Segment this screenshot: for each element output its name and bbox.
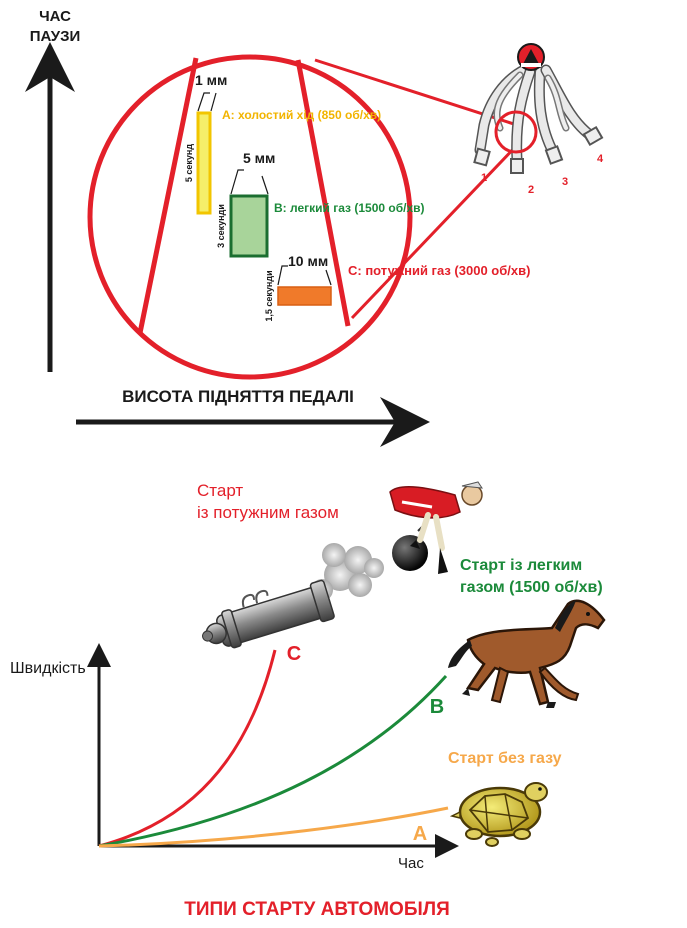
- bar-a-time: 5 секунд: [184, 144, 194, 182]
- cannon-illustration: [202, 579, 335, 649]
- manifold-number-2: 2: [528, 184, 534, 196]
- bar-b-pointer: [230, 169, 244, 195]
- magnified-pipe-line-right: [295, 59, 351, 327]
- horse-illustration: [448, 599, 606, 708]
- y-axis-label-line2: ПАУЗИ: [30, 28, 81, 45]
- curve-a-letter: A: [413, 823, 427, 845]
- manifold-number-3: 3: [562, 176, 568, 188]
- bar-b-time: 3 секунди: [216, 204, 226, 248]
- curve-b-letter: B: [430, 696, 444, 718]
- page-title: ТИПИ СТАРТУ АВТОМОБІЛЯ: [184, 899, 450, 920]
- label-b-line1: Старт із легким: [460, 557, 582, 574]
- turtle-illustration: [449, 782, 548, 847]
- label-b-line2: газом (1500 об/хв): [460, 579, 603, 596]
- bar-c-label: C: потужний газ (3000 об/хв): [348, 263, 530, 278]
- bar-b: [229, 194, 269, 258]
- bar-c-size: 10 мм: [288, 253, 328, 269]
- curve-b: [98, 674, 448, 848]
- bar-c-time: 1,5 секунди: [264, 270, 274, 321]
- bar-a-size: 1 мм: [195, 72, 227, 88]
- bar-a-pointer-2: [210, 92, 217, 112]
- intake-manifold-illustration: [473, 43, 604, 174]
- zoom-connector-bottom: [350, 140, 522, 320]
- bar-c: [277, 286, 332, 306]
- y-axis-label-line1: ЧАС: [39, 8, 71, 25]
- label-c-line1: Старт: [197, 481, 243, 500]
- speed-axis-label: Швидкість: [10, 660, 86, 677]
- x-axis-label: ВИСОТА ПІДНЯТТЯ ПЕДАЛІ: [122, 387, 354, 406]
- bottom-diagram: Швидкість Час C B A Старт із потужним га…: [10, 481, 606, 920]
- bar-a-label: A: холостий хід (850 об/хв): [222, 108, 381, 122]
- top-diagram: ЧАС ПАУЗИ ВИСОТА ПІДНЯТТЯ ПЕДАЛІ 1 мм 5 …: [24, 8, 604, 447]
- bar-a: [196, 111, 212, 215]
- zoom-source-circle: [494, 110, 538, 154]
- bar-c-pointer: [277, 265, 288, 286]
- time-axis-label: Час: [398, 855, 424, 872]
- manifold-number-4: 4: [597, 153, 604, 165]
- label-a: Старт без газу: [448, 750, 562, 767]
- bar-a-pointer: [197, 92, 210, 112]
- curve-c-letter: C: [287, 643, 301, 665]
- label-c-line2: із потужним газом: [197, 503, 339, 522]
- bar-b-size: 5 мм: [243, 150, 275, 166]
- bar-b-label: B: легкий газ (1500 об/хв): [274, 201, 425, 215]
- cannonball-rider-illustration: [389, 481, 484, 574]
- magnifier-circle: [87, 54, 413, 380]
- curve-c: [98, 649, 277, 848]
- bar-b-pointer-2: [261, 175, 269, 195]
- bar-c-pointer-2: [325, 269, 332, 286]
- curve-a: [98, 806, 449, 848]
- manifold-number-1: 1: [481, 172, 487, 184]
- magnified-pipe-line-left: [137, 57, 199, 334]
